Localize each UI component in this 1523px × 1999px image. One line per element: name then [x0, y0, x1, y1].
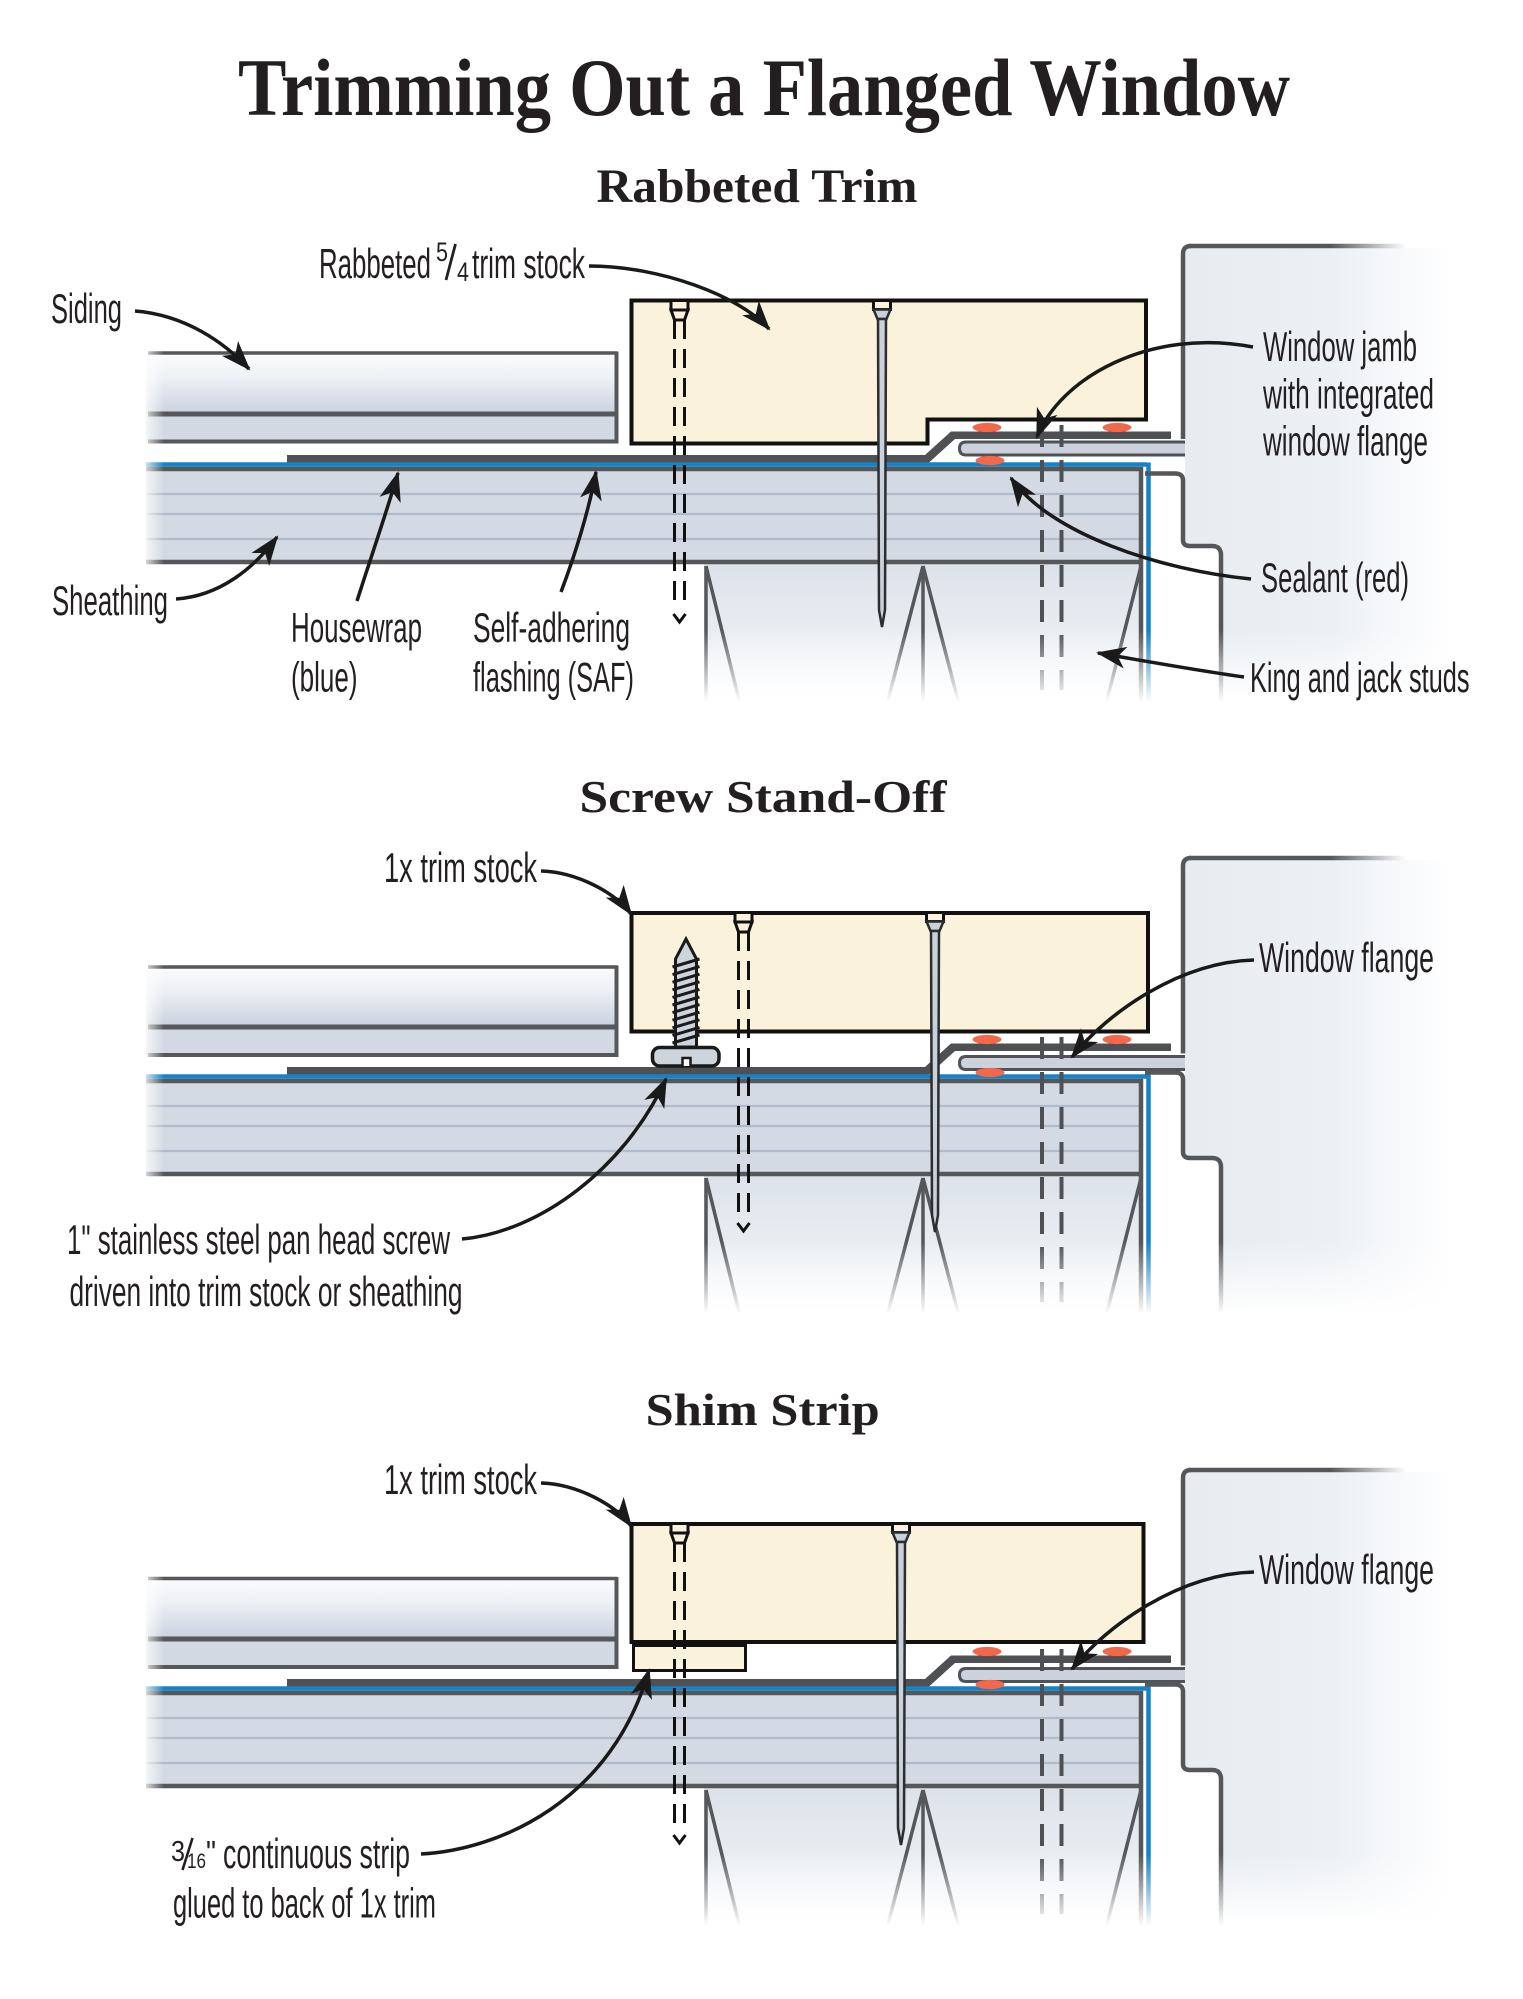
svg-text:Rabbeted Trim: Rabbeted Trim	[597, 160, 918, 213]
svg-text:5: 5	[436, 237, 448, 267]
svg-text:King and jack studs: King and jack studs	[1250, 654, 1470, 701]
svg-text:1x trim stock: 1x trim stock	[384, 844, 538, 891]
svg-text:flashing (SAF): flashing (SAF)	[473, 654, 634, 701]
svg-text:16: 16	[187, 1850, 206, 1873]
svg-text:Window flange: Window flange	[1259, 1546, 1434, 1593]
svg-text:1" stainless steel pan head sc: 1" stainless steel pan head screw	[67, 1216, 450, 1263]
svg-text:4: 4	[457, 257, 469, 287]
svg-text:glued to back of 1x trim: glued to back of 1x trim	[173, 1880, 436, 1927]
svg-text:trim stock: trim stock	[472, 240, 586, 287]
svg-text:Sealant (red): Sealant (red)	[1261, 554, 1409, 601]
svg-text:3: 3	[171, 1836, 185, 1868]
svg-text:Window jamb: Window jamb	[1263, 323, 1417, 370]
svg-text:Siding: Siding	[51, 285, 122, 332]
svg-text:continuous strip: continuous strip	[223, 1830, 410, 1877]
svg-text:Sheathing: Sheathing	[52, 577, 168, 624]
svg-text:driven into trim stock or shea: driven into trim stock or sheathing	[70, 1268, 463, 1315]
svg-text:with integrated: with integrated	[1262, 370, 1434, 417]
svg-text:Housewrap: Housewrap	[291, 604, 422, 651]
svg-text:Rabbeted: Rabbeted	[319, 240, 431, 287]
svg-text:": "	[206, 1834, 216, 1871]
svg-text:Trimming Out a Flanged Window: Trimming Out a Flanged Window	[238, 42, 1290, 133]
svg-text:(blue): (blue)	[291, 654, 358, 701]
svg-text:Self-adhering: Self-adhering	[473, 604, 630, 651]
svg-text:Screw Stand-Off: Screw Stand-Off	[580, 771, 948, 822]
svg-text:1x trim stock: 1x trim stock	[384, 1456, 538, 1503]
svg-text:Window flange: Window flange	[1259, 934, 1434, 981]
svg-text:window flange: window flange	[1262, 418, 1428, 465]
svg-text:Shim Strip: Shim Strip	[646, 1384, 880, 1435]
